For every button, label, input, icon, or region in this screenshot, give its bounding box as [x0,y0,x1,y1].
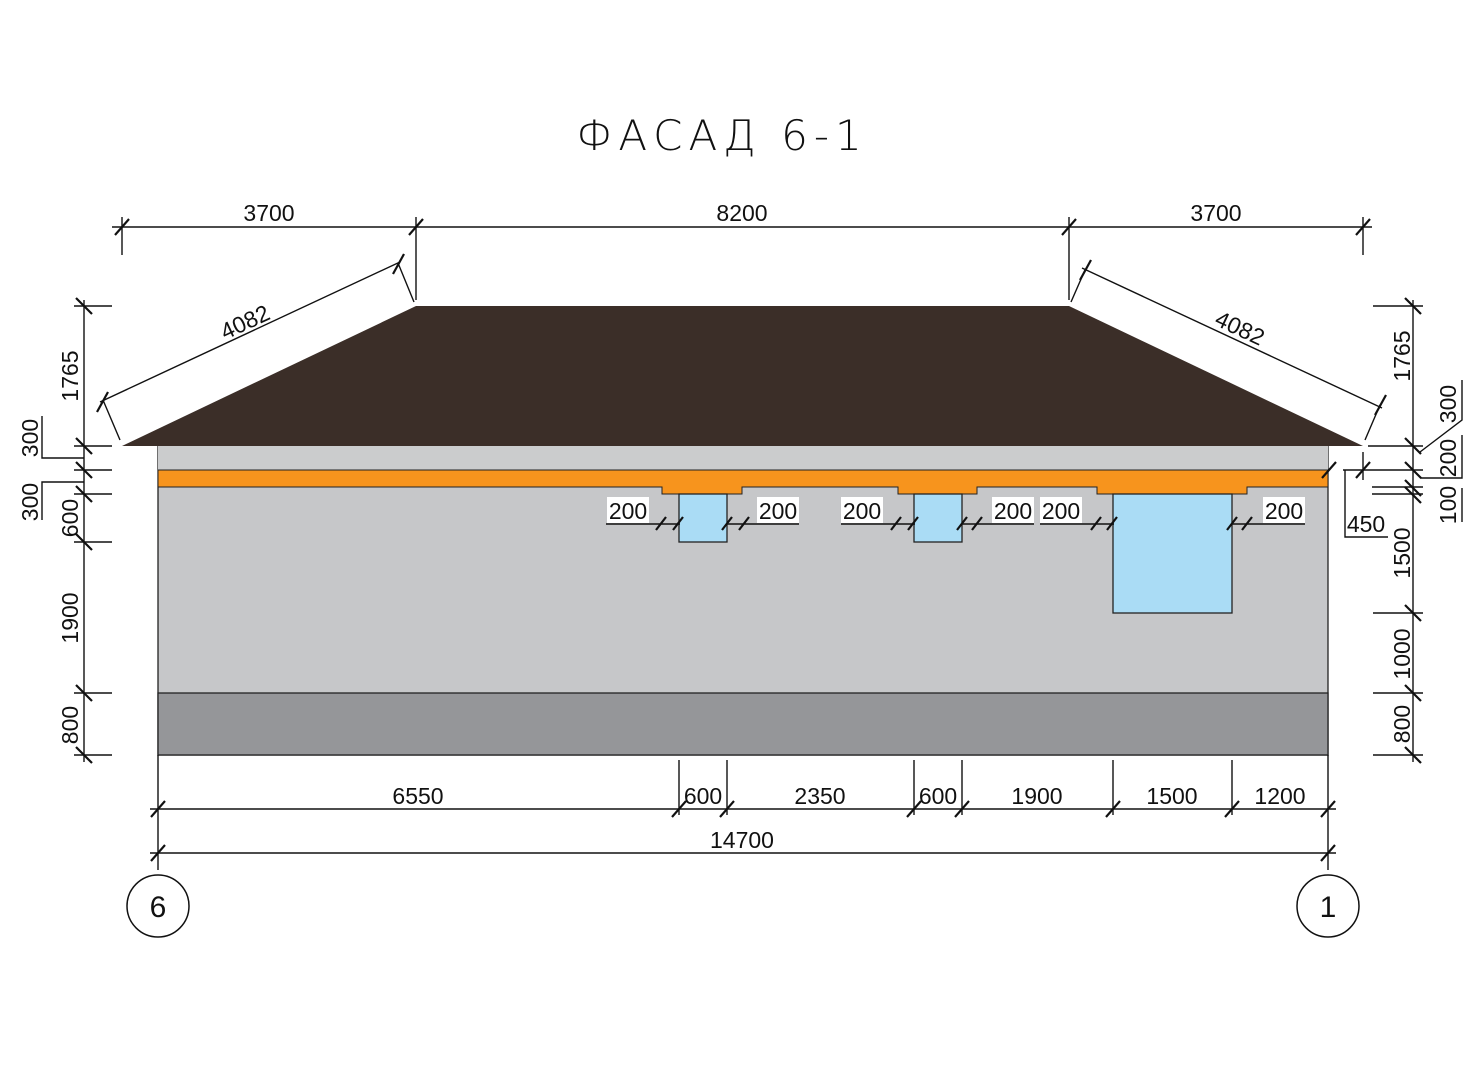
dim-right-window: 1500 [1389,527,1415,578]
axis-marker-6: 6 [126,874,190,938]
svg-text:6: 6 [150,891,167,924]
dim-top-left: 3700 [243,200,294,226]
dim-window-offset: 200 [1265,498,1303,524]
dim-right-band: 100 [1435,486,1461,524]
dim-top-right: 3700 [1190,200,1241,226]
dim-overall: 14700 [710,827,774,853]
right-dimension-chain: 1765 300 200 100 450 1500 1000 800 [1321,297,1463,764]
dim-right-roof-height: 1765 [1389,330,1415,381]
roof [122,306,1363,446]
orange-band [157,469,1329,495]
window-2 [913,493,963,543]
plinth [157,692,1329,756]
window-3 [1112,493,1233,614]
dim-right-eave: 300 [1435,385,1461,423]
dim-slope-right: 4082 [1211,305,1268,350]
dim-bottom-segment: 600 [919,783,957,809]
dim-left-eave: 300 [17,419,43,457]
dim-right-gap: 200 [1435,439,1461,477]
dim-window-offset: 200 [843,498,881,524]
dim-left-wall: 1900 [57,592,83,643]
dim-slope-left: 4082 [216,299,273,344]
dim-bottom-segment: 2350 [794,783,845,809]
dim-bottom-segment: 1500 [1146,783,1197,809]
left-dimension-chain: 1765 300 300 600 1900 800 [17,297,112,764]
top-dimension-chain: 3700 8200 3700 [112,200,1372,300]
dim-top-center: 8200 [716,200,767,226]
dim-bottom-segment: 6550 [392,783,443,809]
building [122,306,1363,756]
dim-left-band: 300 [17,483,43,521]
svg-text:1: 1 [1320,891,1337,924]
dim-window-offset: 200 [994,498,1032,524]
dim-bottom-segment: 1200 [1254,783,1305,809]
dim-bottom-segment: 1900 [1011,783,1062,809]
dim-left-roof-height: 1765 [57,350,83,401]
dim-right-overhang: 450 [1347,511,1385,537]
dim-bottom-segment: 600 [684,783,722,809]
dim-left-plinth: 800 [57,706,83,744]
axis-marker-1: 1 [1296,874,1360,938]
dim-window-offset: 200 [759,498,797,524]
dim-right-sill: 1000 [1389,628,1415,679]
bottom-dimension-chain: 6550 600 2350 600 1900 1500 1200 14700 [150,755,1336,870]
dim-right-plinth: 800 [1389,705,1415,743]
dim-left-lintel: 600 [57,499,83,537]
dim-window-offset: 200 [1042,498,1080,524]
drawing-title: ФАСАД 6-1 [576,111,867,160]
window-offset-dims: 200 200 200 200 200 200 [606,497,1305,531]
dim-window-offset: 200 [609,498,647,524]
eave-soffit [158,446,1328,470]
window-1 [678,493,728,543]
